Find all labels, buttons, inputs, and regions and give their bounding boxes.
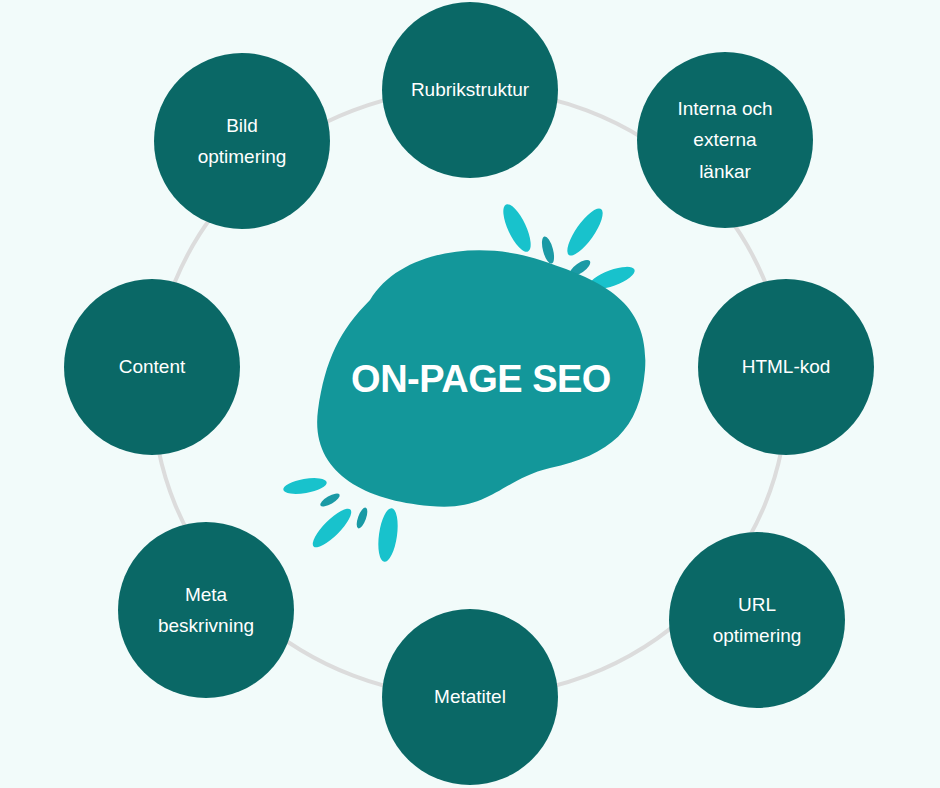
topic-label: Metatitel [434, 681, 506, 712]
circle-shape [117, 521, 295, 699]
circle-outline [637, 52, 813, 228]
topic-label: Bild optimering [187, 110, 297, 173]
topic-label: URL optimering [697, 589, 817, 652]
topic-circle: Rubrikstruktur [381, 1, 559, 179]
circle-outline [154, 53, 330, 229]
topic-label: Content [119, 351, 186, 382]
circle-outline [382, 2, 558, 178]
topic-circle: HTML-kod [697, 278, 875, 456]
topic-circle: Interna och externa länkar [636, 51, 814, 229]
topic-label: HTML-kod [742, 351, 831, 382]
topic-circle: Bild optimering [153, 52, 331, 230]
center-blob: ON-PAGE SEO [310, 240, 660, 520]
main-title: ON-PAGE SEO [351, 359, 611, 401]
circle-outline [382, 609, 558, 785]
blob-outline [317, 250, 645, 506]
circle-outline [118, 522, 294, 698]
circle-shape [153, 52, 331, 230]
topic-label: Rubrikstruktur [411, 74, 529, 105]
circle-shape [668, 531, 846, 709]
topic-circle: Metatitel [381, 608, 559, 786]
topic-circle: Meta beskrivning [117, 521, 295, 699]
circle-outline [64, 279, 240, 455]
topic-label: Meta beskrivning [144, 579, 269, 642]
topic-circle: Content [63, 278, 241, 456]
circle-outline [698, 279, 874, 455]
topic-label: Interna och externa länkar [665, 93, 785, 187]
circle-outline [669, 532, 845, 708]
topic-circle: URL optimering [668, 531, 846, 709]
